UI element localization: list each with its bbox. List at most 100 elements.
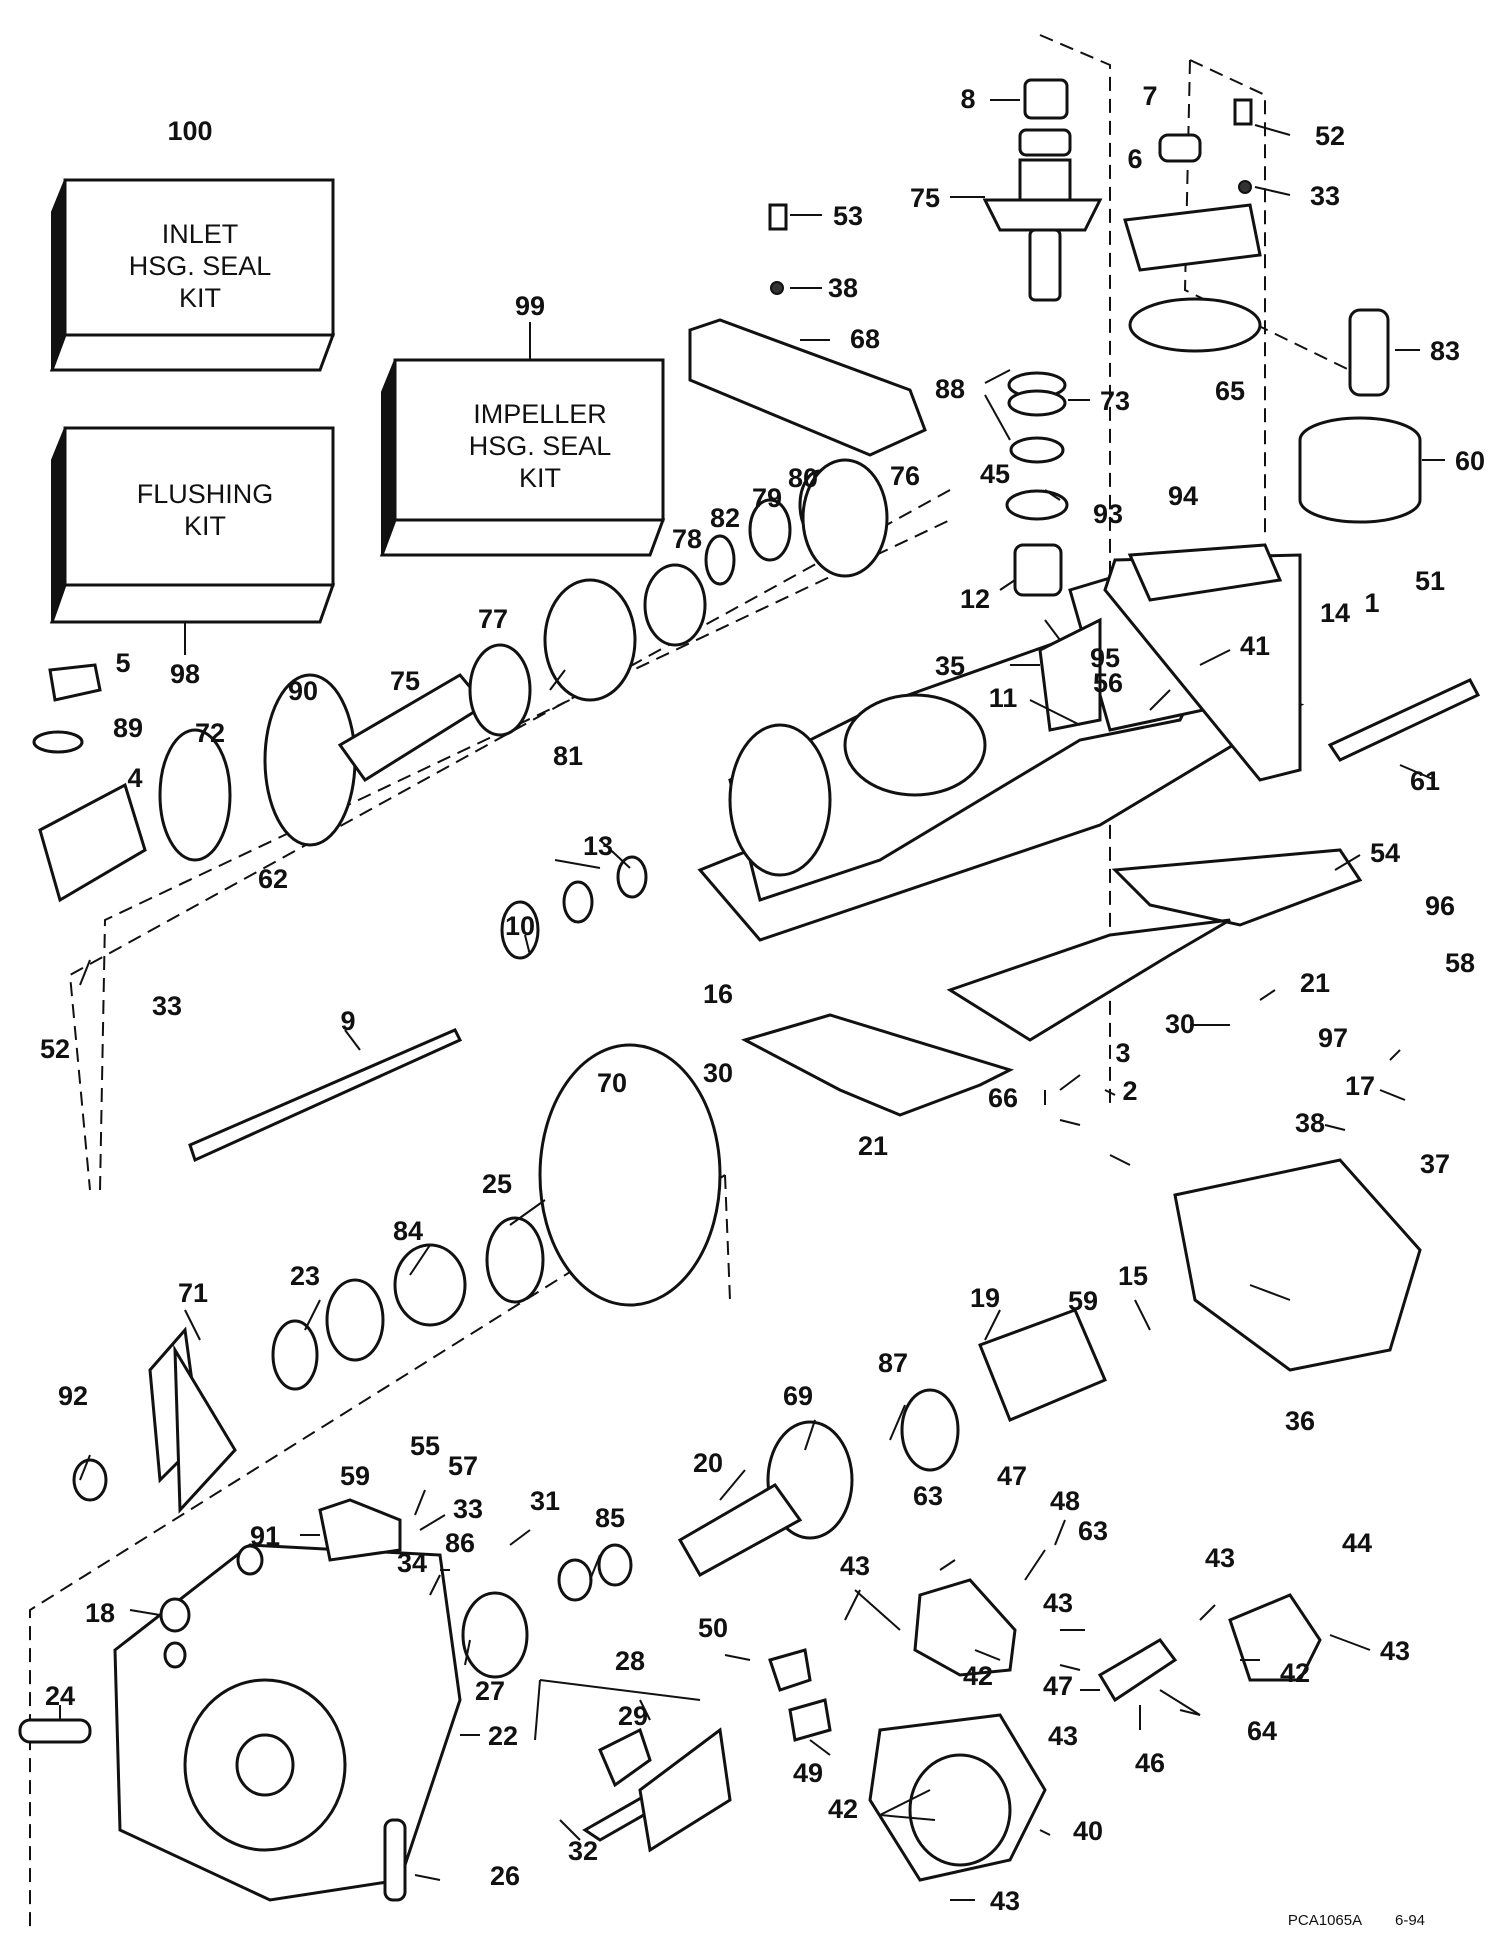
bracket-68 — [688, 318, 927, 457]
callout-28: 28 — [615, 1646, 645, 1676]
callout-75: 75 — [910, 183, 940, 213]
callout-47b: 47 — [1043, 1671, 1073, 1701]
callout-81: 81 — [553, 741, 583, 771]
callout-43e: 43 — [1048, 1721, 1078, 1751]
callout-46: 46 — [1135, 1748, 1165, 1778]
callout-83: 83 — [1430, 336, 1460, 366]
splined-shaft-83 — [1348, 308, 1390, 397]
intake-housing-22 — [113, 1543, 462, 1902]
kit-label-line: INLET — [162, 219, 239, 249]
plate-16 — [741, 1013, 1015, 1117]
callout-91: 91 — [250, 1521, 280, 1551]
callout-76: 76 — [890, 461, 920, 491]
callout-33: 33 — [1310, 181, 1340, 211]
pin-24 — [18, 1718, 92, 1744]
callout-47: 47 — [997, 1461, 1027, 1491]
callout-15: 15 — [1118, 1261, 1148, 1291]
callout-27: 27 — [475, 1676, 505, 1706]
vertical-shaft-stack — [982, 78, 1262, 597]
callout-43: 43 — [840, 1551, 870, 1581]
callout-3: 3 — [1115, 1038, 1130, 1068]
callout-36: 36 — [1285, 1406, 1315, 1436]
callout-90: 90 — [288, 676, 318, 706]
shaft-20 — [677, 1483, 803, 1578]
nozzle-19 — [978, 1308, 1107, 1422]
callout-62: 62 — [258, 864, 288, 894]
callout-72: 72 — [195, 718, 225, 748]
callout-17: 17 — [1345, 1071, 1375, 1101]
bolt-61 — [1327, 678, 1481, 762]
callout-88: 88 — [935, 374, 965, 404]
callout-5: 5 — [115, 648, 130, 678]
callout-12: 12 — [960, 584, 990, 614]
callout-75b: 75 — [390, 666, 420, 696]
callout-95: 95 — [1090, 643, 1120, 673]
callout-52b: 52 — [40, 1034, 70, 1064]
callout-37: 37 — [1420, 1149, 1450, 1179]
leader-lines — [59, 99, 1445, 1901]
callout-11: 11 — [989, 683, 1018, 713]
callout-29: 29 — [618, 1701, 648, 1731]
callout-50: 50 — [698, 1613, 728, 1643]
ring-85a — [557, 1558, 593, 1602]
bracket-91 — [318, 1498, 402, 1562]
callout-87: 87 — [878, 1348, 908, 1378]
callout-94: 94 — [1168, 481, 1198, 511]
callout-43b: 43 — [1205, 1543, 1235, 1573]
callout-64: 64 — [1247, 1716, 1277, 1746]
callout-96: 96 — [1425, 891, 1455, 921]
callout-42: 42 — [963, 1661, 993, 1691]
callout-40: 40 — [1073, 1816, 1103, 1846]
kit-number-98: 98 — [170, 659, 200, 689]
pump-housing-11 — [697, 543, 1305, 942]
callout-70: 70 — [597, 1068, 627, 1098]
callout-63: 63 — [913, 1481, 943, 1511]
impeller-parts — [72, 1216, 545, 1514]
callout-65: 65 — [1215, 376, 1245, 406]
drawing-date: 6-94 — [1395, 1912, 1425, 1929]
callout-61: 61 — [1410, 766, 1440, 796]
callout-32: 32 — [568, 1836, 598, 1866]
drive-shaft-parts — [32, 458, 889, 1163]
callout-69: 69 — [783, 1381, 813, 1411]
callout-57: 57 — [448, 1451, 478, 1481]
kit-label-line: KIT — [184, 511, 226, 541]
callout-66: 66 — [988, 1083, 1018, 1113]
callout-44: 44 — [1342, 1528, 1372, 1558]
callout-20: 20 — [693, 1448, 723, 1478]
kit-label-line: KIT — [179, 283, 221, 313]
callout-79: 79 — [752, 483, 782, 513]
callout-25: 25 — [482, 1169, 512, 1199]
callout-19: 19 — [970, 1283, 1000, 1313]
callout-45: 45 — [980, 459, 1010, 489]
callout-73: 73 — [1100, 386, 1130, 416]
callout-58: 58 — [1445, 948, 1475, 978]
callout-42c: 42 — [828, 1794, 858, 1824]
disc-87 — [900, 1388, 960, 1472]
callout-18: 18 — [85, 1598, 115, 1628]
callout-30: 30 — [1165, 1009, 1195, 1039]
callout-53: 53 — [833, 201, 863, 231]
callout-92: 92 — [58, 1381, 88, 1411]
callout-78: 78 — [672, 524, 702, 554]
kit-label-line: FLUSHING — [137, 479, 274, 509]
callout-43f: 43 — [990, 1886, 1020, 1916]
pump-cone-36 — [1173, 1158, 1422, 1372]
callout-77: 77 — [478, 604, 508, 634]
callout-21: 21 — [1300, 968, 1330, 998]
callout-14: 14 — [1320, 598, 1350, 628]
bearing-27 — [461, 1591, 529, 1679]
kit-label-line: KIT — [519, 463, 561, 493]
callout-1: 1 — [1364, 588, 1379, 618]
kit-box-impeller-seal: 99 IMPELLER HSG. SEAL KIT — [379, 291, 666, 557]
callout-26: 26 — [490, 1861, 520, 1891]
callout-49: 49 — [793, 1758, 823, 1788]
callout-43d: 43 — [1380, 1636, 1410, 1666]
kit-label-line: HSG. SEAL — [469, 431, 612, 461]
callout-41: 41 — [1240, 631, 1270, 661]
screw-53 — [768, 203, 788, 231]
callout-42b: 42 — [1280, 1658, 1310, 1688]
callout-38b: 38 — [1295, 1108, 1325, 1138]
ring-18 — [159, 1597, 191, 1633]
kit-box-flushing: 98 FLUSHING KIT — [49, 426, 336, 689]
